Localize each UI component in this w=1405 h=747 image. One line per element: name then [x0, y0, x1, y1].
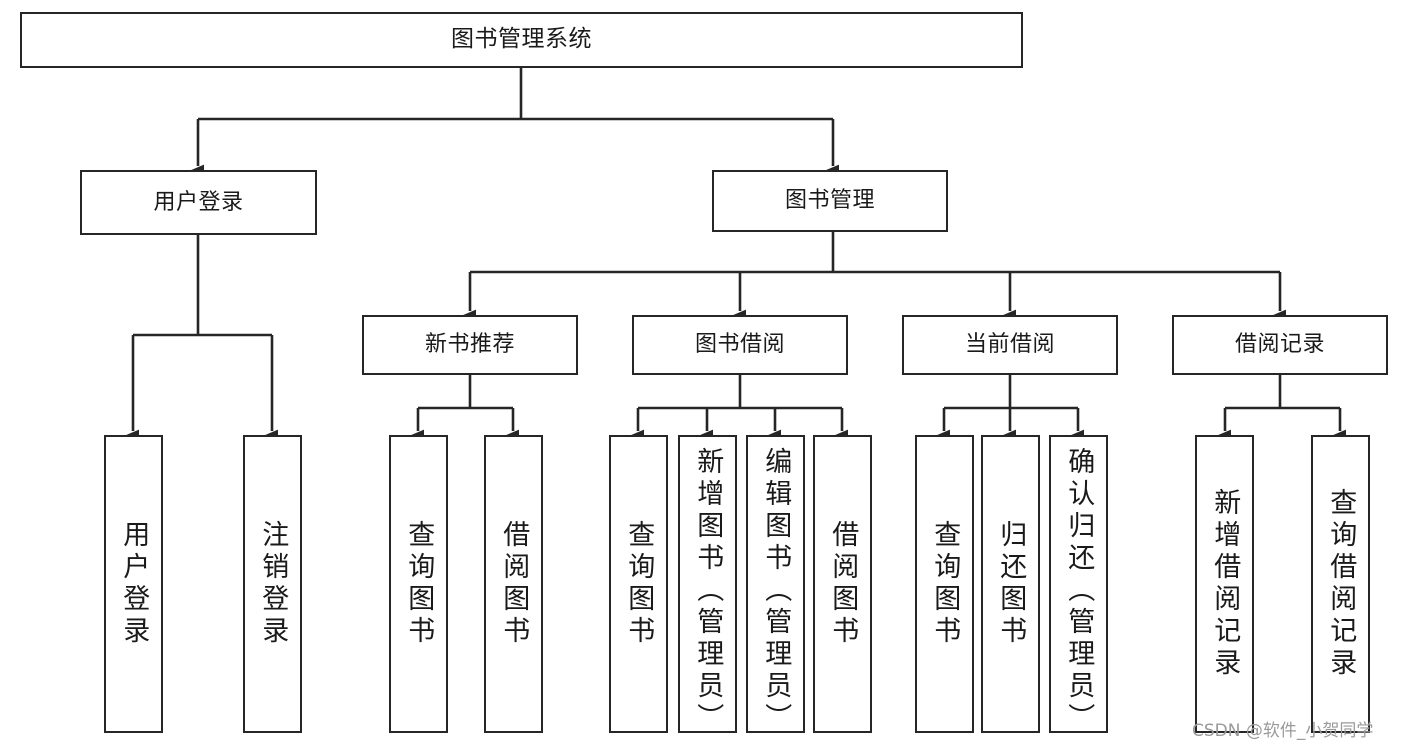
node-borrow-record-label: 借阅记录 — [1234, 332, 1325, 358]
leaf-user-login-label: 用户登录 — [118, 520, 150, 648]
leaf-bb-borrow-book[interactable]: 借阅图书 — [813, 435, 872, 733]
leaf-bb-query-book-label: 查询图书 — [623, 520, 655, 648]
leaf-logout-label: 注销登录 — [257, 520, 289, 648]
node-book-manage-label: 图书管理 — [784, 188, 875, 214]
node-new-book-recommend[interactable]: 新书推荐 — [362, 315, 578, 375]
leaf-nbr-borrow-book[interactable]: 借阅图书 — [484, 435, 543, 733]
leaf-bb-query-book[interactable]: 查询图书 — [609, 435, 668, 733]
node-book-borrow[interactable]: 图书借阅 — [632, 315, 848, 375]
leaf-bb-add-book-admin-label: 新增图书（管理员） — [692, 447, 724, 735]
leaf-cb-return-book-label: 归还图书 — [995, 520, 1027, 648]
leaf-nbr-query-book-label: 查询图书 — [403, 520, 435, 648]
leaf-cb-query-book-label: 查询图书 — [929, 520, 961, 648]
leaf-br-add-record-label: 新增借阅记录 — [1209, 488, 1241, 680]
node-current-borrow-label: 当前借阅 — [964, 332, 1055, 358]
node-new-book-recommend-label: 新书推荐 — [424, 332, 515, 358]
leaf-nbr-query-book[interactable]: 查询图书 — [389, 435, 448, 733]
node-root-system[interactable]: 图书管理系统 — [20, 12, 1023, 68]
leaf-user-login[interactable]: 用户登录 — [104, 435, 163, 733]
leaf-br-add-record[interactable]: 新增借阅记录 — [1195, 435, 1254, 733]
leaf-br-query-record[interactable]: 查询借阅记录 — [1311, 435, 1370, 733]
node-root-label: 图书管理系统 — [451, 26, 592, 53]
node-borrow-record[interactable]: 借阅记录 — [1172, 315, 1388, 375]
leaf-logout[interactable]: 注销登录 — [243, 435, 302, 733]
leaf-bb-edit-book-admin-label: 编辑图书（管理员） — [760, 447, 792, 735]
node-user-login-label: 用户登录 — [153, 189, 244, 215]
leaf-bb-add-book-admin[interactable]: 新增图书（管理员） — [678, 435, 737, 735]
leaf-cb-confirm-return-admin-label: 确认归还（管理员） — [1063, 447, 1095, 735]
leaf-br-query-record-label: 查询借阅记录 — [1325, 488, 1357, 680]
leaf-bb-borrow-book-label: 借阅图书 — [827, 520, 859, 648]
leaf-bb-edit-book-admin[interactable]: 编辑图书（管理员） — [746, 435, 805, 735]
node-current-borrow[interactable]: 当前借阅 — [902, 315, 1118, 375]
leaf-cb-query-book[interactable]: 查询图书 — [915, 435, 974, 733]
leaf-nbr-borrow-book-label: 借阅图书 — [498, 520, 530, 648]
leaf-cb-return-book[interactable]: 归还图书 — [981, 435, 1040, 733]
leaf-cb-confirm-return-admin[interactable]: 确认归还（管理员） — [1049, 435, 1108, 735]
node-book-borrow-label: 图书借阅 — [694, 332, 785, 358]
node-user-login[interactable]: 用户登录 — [80, 170, 317, 235]
node-book-manage[interactable]: 图书管理 — [712, 170, 948, 232]
